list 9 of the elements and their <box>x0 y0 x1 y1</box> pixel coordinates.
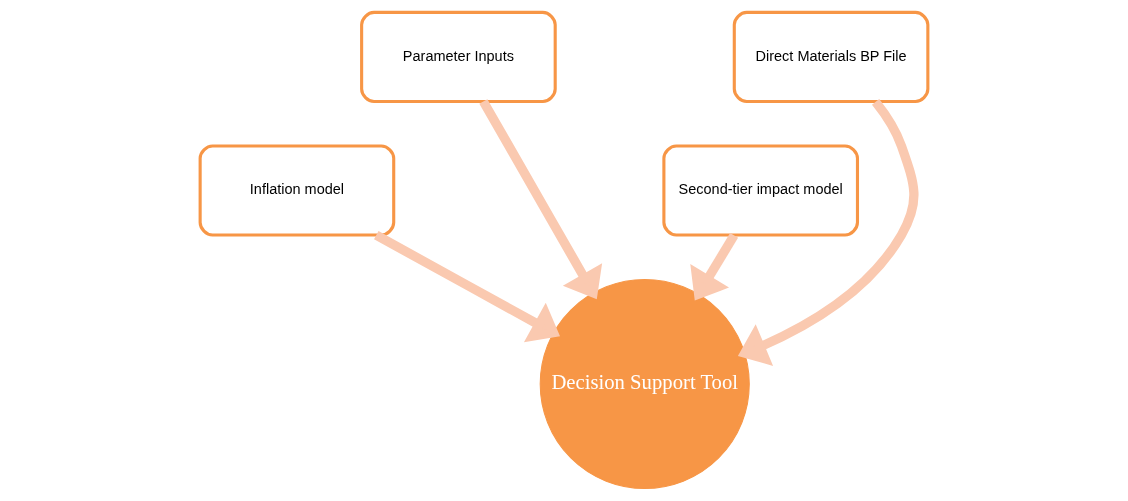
arrow <box>737 98 919 366</box>
node-box: Second-tier impact model <box>662 144 860 237</box>
node-circle: Decision Support Tool <box>539 278 750 490</box>
arrow <box>479 99 603 300</box>
node-box: Parameter Inputs <box>360 10 557 103</box>
arrow <box>374 231 561 343</box>
node-box: Inflation model <box>198 144 396 237</box>
node-box: Direct Materials BP File <box>732 10 930 103</box>
arrow <box>690 233 739 301</box>
